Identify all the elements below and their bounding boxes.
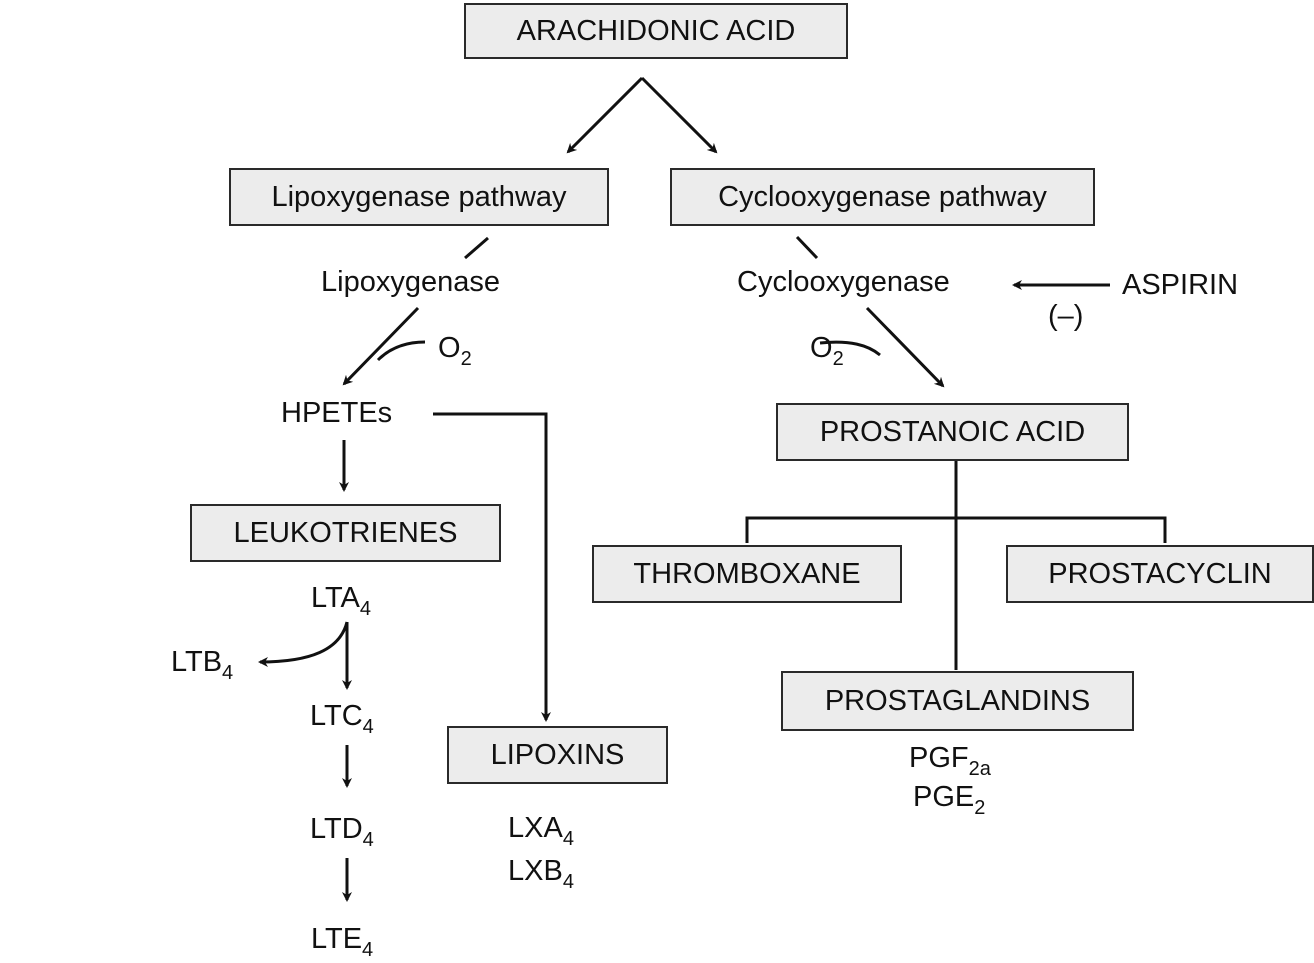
hpetes-label: HPETEs xyxy=(281,397,393,429)
arrow-to-lipoxygenase-pathway xyxy=(566,76,644,154)
o2-left-label: O2 xyxy=(438,332,472,370)
aspirin-label: ASPIRIN xyxy=(1122,269,1239,301)
lxb4-label: LXB4 xyxy=(508,855,574,893)
cyclooxygenase-enzyme: Cyclooxygenase xyxy=(737,266,950,298)
lipoxins-node: LIPOXINS xyxy=(447,726,668,784)
pge2-label: PGE2 xyxy=(913,781,985,819)
ltd4-sub: 4 xyxy=(362,829,374,851)
o2-right-base: O xyxy=(810,332,833,364)
arrow-to-prostanoic-acid xyxy=(865,306,945,388)
o2-left-base: O xyxy=(438,332,461,364)
inhibition-sign: (–) xyxy=(1048,300,1084,332)
lte4-label: LTE4 xyxy=(311,923,373,961)
leukotrienes-label: LEUKOTRIENES xyxy=(233,516,458,549)
ltb4-base: LTB xyxy=(171,646,223,678)
pgf2a-label: PGF2a xyxy=(909,742,991,780)
ltd4-base: LTD xyxy=(310,813,363,845)
pgf2a-sub: 2a xyxy=(968,758,991,780)
o2-left-sub: 2 xyxy=(460,348,472,370)
arrow-to-lipoxins xyxy=(433,412,551,722)
leukotrienes-node: LEUKOTRIENES xyxy=(190,504,501,562)
prostacyclin-label: PROSTACYCLIN xyxy=(1048,557,1272,590)
lxb4-base: LXB xyxy=(508,855,563,887)
arrow-lta4-to-ltb4 xyxy=(258,621,349,667)
cyclooxygenase-pathway-node: Cyclooxygenase pathway xyxy=(670,168,1095,226)
ltb4-sub: 4 xyxy=(222,662,234,684)
lxa4-label: LXA4 xyxy=(508,812,574,850)
prostaglandins-node: PROSTAGLANDINS xyxy=(781,671,1134,731)
lipoxygenase-tick xyxy=(464,236,489,260)
ltc4-label: LTC4 xyxy=(310,700,374,738)
cyclooxygenase-tick xyxy=(795,235,819,260)
o2-right-curve xyxy=(819,340,881,357)
prostacyclin-node: PROSTACYCLIN xyxy=(1006,545,1314,603)
cyclooxygenase-pathway-label: Cyclooxygenase pathway xyxy=(718,180,1047,213)
arrow-to-hpetes xyxy=(342,306,420,386)
prostaglandins-label: PROSTAGLANDINS xyxy=(824,684,1091,717)
lipoxygenase-enzyme: Lipoxygenase xyxy=(321,266,500,298)
o2-right-sub: 2 xyxy=(832,348,844,370)
ltc4-base: LTC xyxy=(310,700,363,732)
lte4-base: LTE xyxy=(311,923,363,955)
lxb4-sub: 4 xyxy=(562,871,574,893)
lipoxygenase-pathway-node: Lipoxygenase pathway xyxy=(229,168,609,226)
pge2-base: PGE xyxy=(913,781,975,813)
arachidonic-acid-node: ARACHIDONIC ACID xyxy=(464,3,848,59)
lte4-sub: 4 xyxy=(362,939,374,961)
o2-right-label: O2 xyxy=(810,332,844,370)
thromboxane-node: THROMBOXANE xyxy=(592,545,902,603)
o2-left-curve xyxy=(376,340,426,362)
lta4-sub: 4 xyxy=(359,598,372,620)
ltd4-label: LTD4 xyxy=(310,813,374,851)
prostanoic-branch xyxy=(745,516,1167,543)
thromboxane-label: THROMBOXANE xyxy=(633,557,861,590)
lipoxins-label: LIPOXINS xyxy=(490,738,625,771)
arachidonic-acid-label: ARACHIDONIC ACID xyxy=(516,14,796,47)
lta4-base: LTA xyxy=(311,582,360,614)
prostanoic-acid-label: PROSTANOIC ACID xyxy=(819,415,1086,448)
lxa4-sub: 4 xyxy=(562,828,574,850)
ltb4-label: LTB4 xyxy=(171,646,233,684)
pgf2a-base: PGF xyxy=(909,742,969,774)
lxa4-base: LXA xyxy=(508,812,563,844)
pge2-sub: 2 xyxy=(974,797,986,819)
ltc4-sub: 4 xyxy=(362,716,374,738)
lipoxygenase-pathway-label: Lipoxygenase pathway xyxy=(271,180,567,213)
arrow-to-cyclooxygenase-pathway xyxy=(640,76,718,154)
lta4-label: LTA4 xyxy=(311,582,371,620)
prostanoic-acid-node: PROSTANOIC ACID xyxy=(776,403,1129,461)
